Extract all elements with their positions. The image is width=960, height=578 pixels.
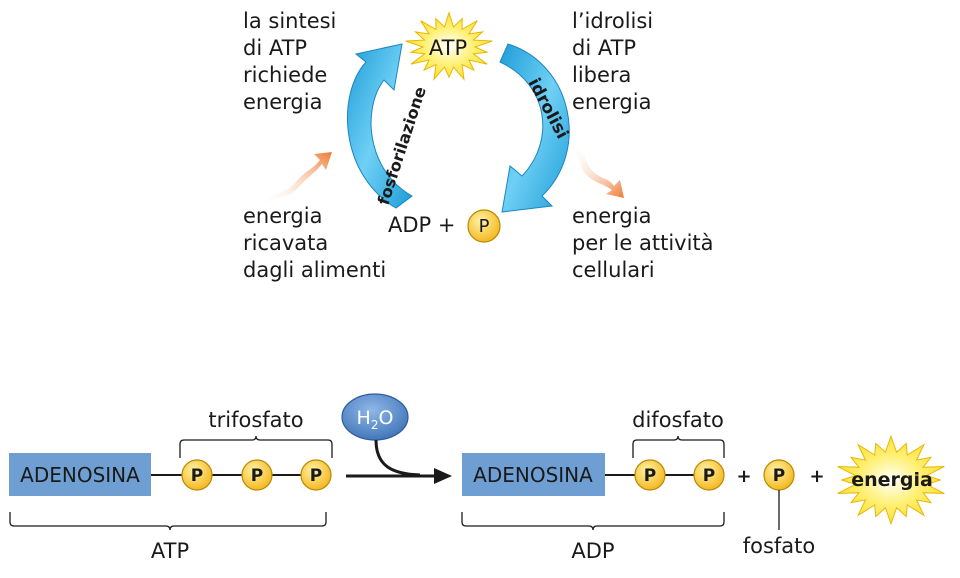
phosphate-circle: P — [181, 459, 213, 491]
phosphate-circle: P — [241, 459, 273, 491]
svg-text:la sintesi: la sintesi — [243, 9, 336, 33]
energy-out-wave-icon — [570, 146, 624, 198]
energy-star — [837, 434, 945, 526]
plus-sign: + — [736, 466, 751, 487]
atp-molecule: ADENOSINA P P P trifosfato ATP — [9, 408, 333, 563]
diphosphate-label: difosfato — [632, 408, 724, 432]
phosphate-circle: P — [467, 209, 501, 243]
triphosphate-brace — [179, 435, 333, 458]
svg-text:cellulari: cellulari — [572, 258, 655, 282]
svg-text:per le attività: per le attività — [572, 231, 714, 255]
synthesis-text: la sintesi di ATP richiede energia — [243, 9, 336, 114]
phosphorylation-arrow — [347, 43, 413, 209]
energy-label: energia — [851, 469, 933, 491]
hydrolysis-text: l’idrolisi di ATP libera energia — [572, 9, 653, 114]
phosphate-circle: P — [693, 459, 725, 491]
svg-text:di ATP: di ATP — [572, 36, 636, 60]
svg-text:libera: libera — [572, 63, 631, 87]
adp-under-label: ADP — [571, 539, 614, 563]
svg-text:ricavata: ricavata — [243, 231, 328, 255]
svg-text:energia: energia — [243, 204, 322, 228]
svg-text:di ATP: di ATP — [243, 36, 307, 60]
diphosphate-brace — [632, 435, 725, 458]
phosphate-circle: P — [300, 459, 332, 491]
svg-text:P: P — [644, 466, 656, 486]
svg-text:P: P — [479, 216, 490, 237]
energy-for-cells-text: energia per le attività cellulari — [572, 204, 714, 282]
svg-text:energia: energia — [572, 204, 651, 228]
svg-text:energia: energia — [243, 90, 322, 114]
svg-text:dagli alimenti: dagli alimenti — [243, 258, 386, 282]
adenosine-box-left — [9, 453, 151, 496]
svg-text:P: P — [251, 466, 263, 486]
adp-molecule: ADENOSINA P P difosfato ADP — [461, 408, 725, 563]
energy-in-wave-icon — [262, 152, 332, 206]
atp-under-label: ATP — [151, 539, 189, 563]
svg-text:H2O: H2O — [357, 407, 394, 432]
svg-text:l’idrolisi: l’idrolisi — [572, 9, 653, 33]
atp-brace — [9, 512, 327, 531]
hydrolysis-arrow — [499, 43, 570, 213]
adp-label: ADP + — [388, 213, 455, 237]
svg-text:P: P — [703, 466, 715, 486]
energy-from-food-text: energia ricavata dagli alimenti — [243, 204, 386, 282]
free-phosphate: P — [763, 459, 795, 530]
svg-text:ADENOSINA: ADENOSINA — [473, 463, 593, 487]
atp-star — [405, 11, 493, 81]
phosphate-circle: P — [634, 459, 666, 491]
svg-text:ADENOSINA: ADENOSINA — [20, 463, 140, 487]
atp-label: ATP — [429, 36, 467, 60]
svg-text:P: P — [773, 466, 785, 486]
svg-text:P: P — [191, 466, 203, 486]
water-ellipse: H2O — [341, 393, 409, 441]
svg-text:energia: energia — [572, 90, 651, 114]
adp-brace — [461, 512, 725, 531]
phosphate-label: fosfato — [743, 534, 816, 558]
plus-sign: + — [809, 466, 824, 487]
svg-text:richiede: richiede — [243, 63, 327, 87]
triphosphate-label: trifosfato — [208, 408, 303, 432]
svg-text:P: P — [310, 466, 322, 486]
adenosine-box-right — [462, 453, 605, 496]
reaction-arrow — [346, 439, 452, 484]
